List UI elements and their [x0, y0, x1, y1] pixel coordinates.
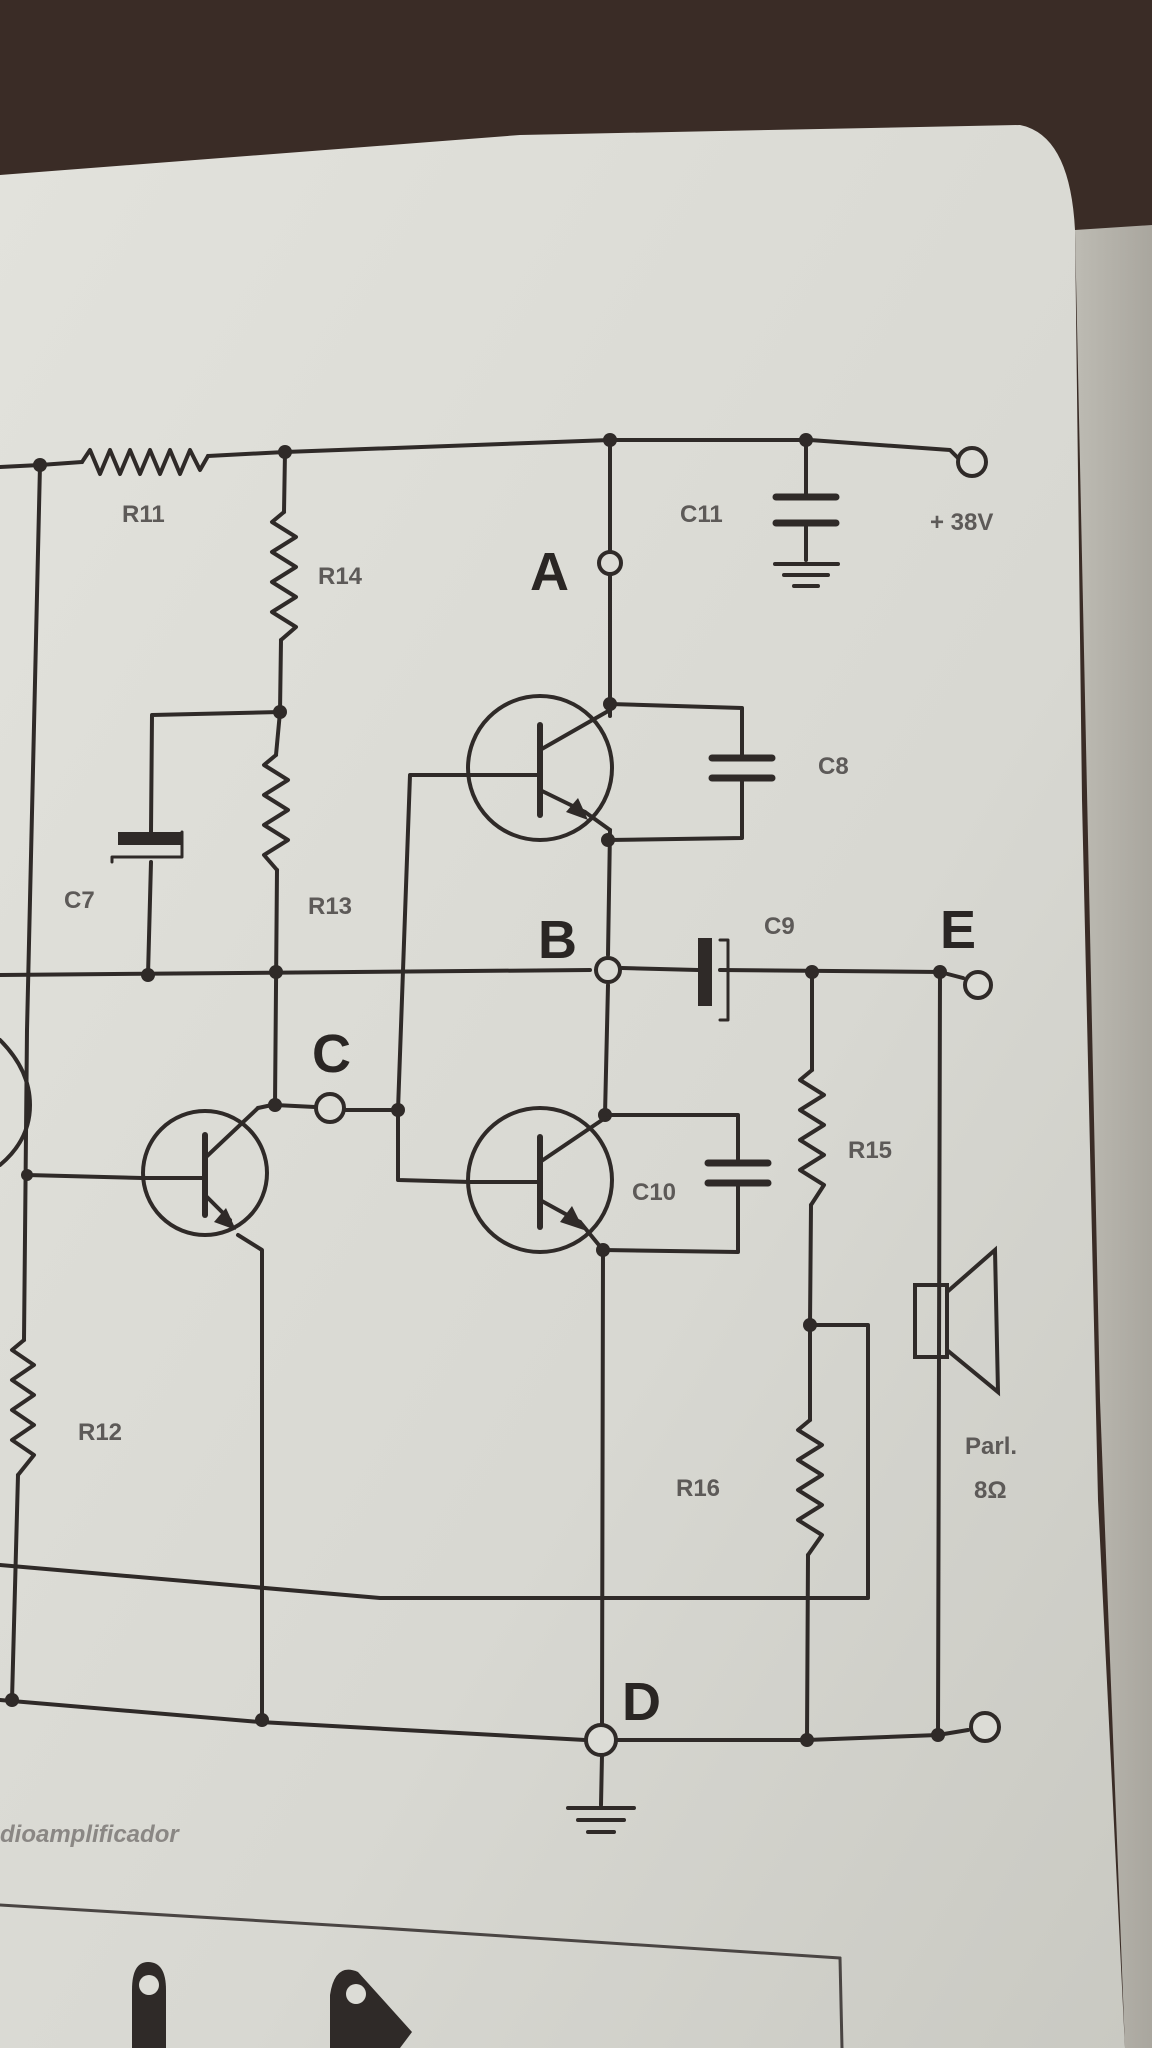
label-node-a: A: [530, 542, 569, 602]
resistor-r15: [798, 1068, 826, 1207]
terminal-b: [594, 956, 622, 984]
label-r14: R14: [318, 563, 363, 590]
resistor-r13: [262, 753, 290, 872]
lower-figure-part-2: [330, 1969, 412, 2048]
terminal-supply: [956, 446, 988, 478]
label-node-c: C: [312, 1024, 351, 1084]
right-page-edge: [1075, 225, 1152, 2048]
terminals: [314, 446, 1001, 1757]
transistor-lower: [466, 1106, 614, 1254]
label-node-b: B: [538, 910, 577, 970]
label-supply: + 38V: [930, 509, 993, 536]
resistor-r16: [796, 1418, 824, 1557]
transistor-left-partial: [0, 1038, 32, 1167]
label-speaker-line1: Parl.: [965, 1433, 1017, 1460]
terminal-a: [597, 550, 623, 576]
transistor-driver: [140, 1106, 269, 1237]
label-c9: C9: [764, 913, 795, 940]
paper-page: [0, 125, 1125, 2048]
resistor-r14: [270, 510, 298, 642]
label-r16: R16: [676, 1475, 720, 1502]
label-node-e: E: [940, 900, 976, 960]
resistor-r12: [10, 1338, 36, 1477]
label-r15: R15: [848, 1137, 892, 1164]
resistor-r11: [80, 448, 210, 476]
capacitor-c8: [708, 754, 776, 782]
capacitor-c10: [704, 1159, 772, 1187]
lower-figure-part-1: [132, 1962, 166, 2048]
transistor-upper: [466, 694, 614, 842]
label-r12: R12: [78, 1419, 122, 1446]
label-node-d: D: [622, 1672, 661, 1732]
label-r11: R11: [122, 501, 165, 528]
lower-figure-frame: [0, 1903, 844, 2048]
terminal-e: [963, 970, 993, 1000]
label-speaker-line2: 8Ω: [974, 1477, 1007, 1504]
label-c7: C7: [64, 887, 95, 914]
label-c10: C10: [632, 1179, 676, 1206]
label-r13: R13: [308, 893, 352, 920]
figure-caption: dioamplificador: [0, 1821, 180, 1848]
label-c11: C11: [680, 501, 723, 528]
terminal-d: [584, 1723, 618, 1757]
speaker-icon: [913, 1245, 1001, 1397]
terminal-out-ground: [969, 1711, 1001, 1743]
wiring: [0, 438, 970, 1834]
capacitor-c7: [110, 830, 184, 864]
label-c8: C8: [818, 753, 849, 780]
terminal-c: [314, 1092, 346, 1124]
capacitor-c11: [772, 493, 840, 527]
capacitor-c9: [698, 938, 730, 1022]
